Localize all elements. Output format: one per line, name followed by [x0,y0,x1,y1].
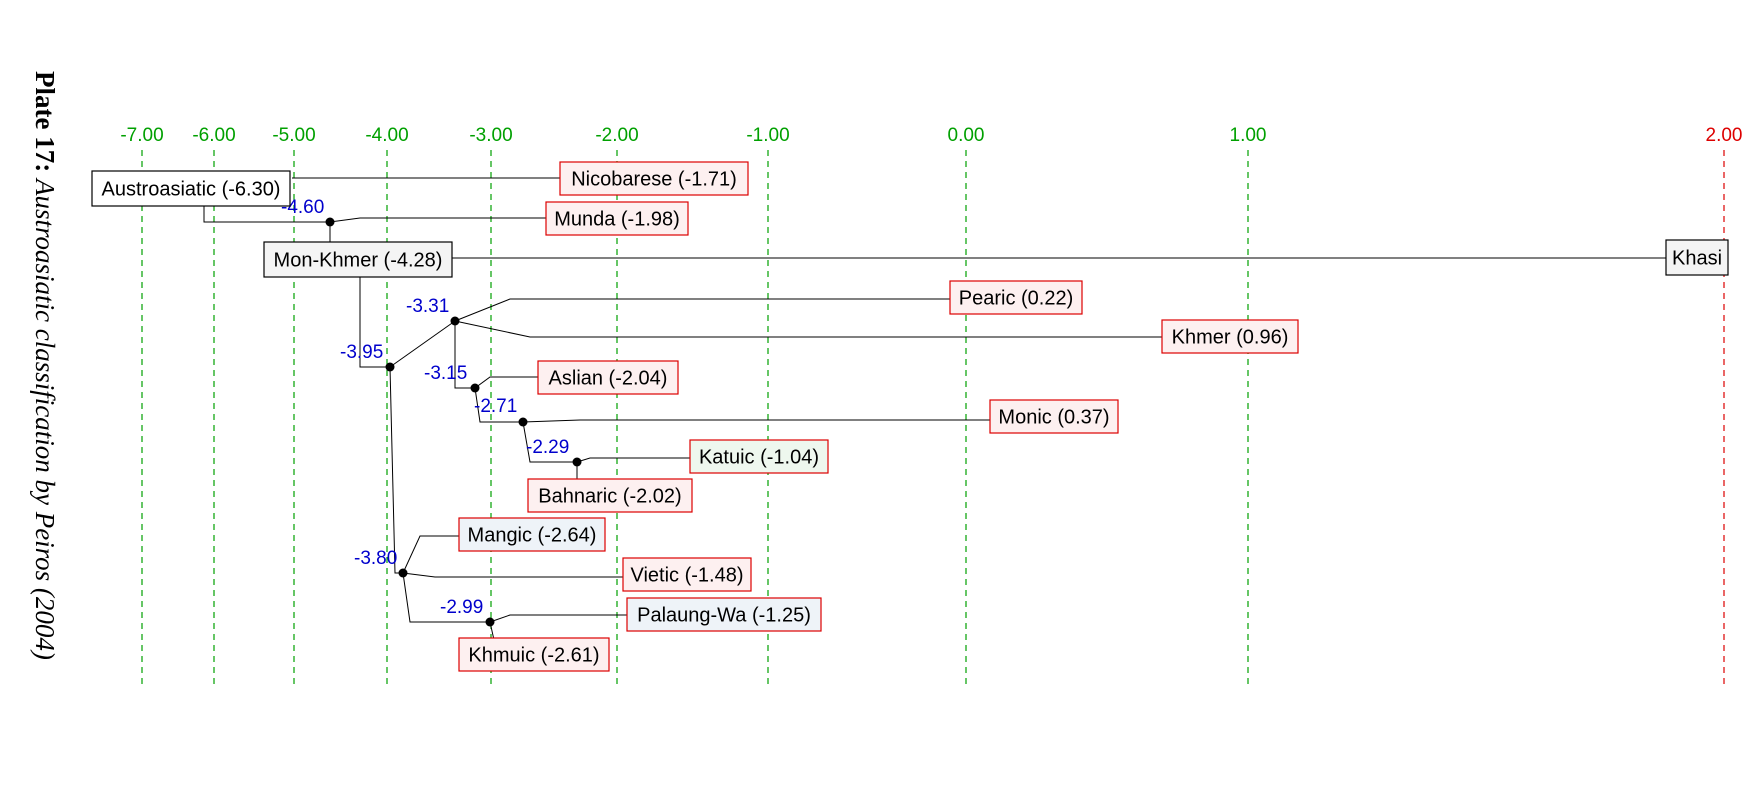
branch-dot-bp271 [518,417,528,427]
tick-label--7.00: -7.00 [120,125,163,146]
edge [489,614,627,623]
edge [522,419,990,423]
edge [389,366,403,574]
branch-dot-bp315 [470,383,480,393]
node-label-katuic: Katuic (-1.04) [699,447,819,469]
edge [454,320,1162,338]
branch-dot-bp299 [485,617,495,627]
branch-dot-bp380 [398,568,408,578]
branch-dot-bp395 [385,362,395,372]
tick-label-0.00: 0.00 [948,125,985,146]
edge [402,572,623,578]
edge [576,457,690,463]
branch-number-bp315: -3.15 [424,363,467,384]
tick-label-1.00: 1.00 [1230,125,1267,146]
branch-number-bp460: -4.60 [281,197,324,218]
tick-label--1.00: -1.00 [746,125,789,146]
node-monkhmer: Mon-Khmer (-4.28) [263,241,453,278]
node-katuic: Katuic (-1.04) [689,439,829,474]
edge [454,298,950,322]
node-label-aslian: Aslian (-2.04) [549,368,668,390]
node-box-palaungwa [626,597,822,632]
branch-dot-bp229 [572,457,582,467]
node-nicobarese: Nicobarese (-1.71) [559,161,749,196]
node-label-khasi: Khasi [1672,248,1722,270]
node-box-khasi [1665,239,1729,276]
node-label-mangic: Mangic (-2.64) [468,525,597,547]
node-aslian: Aslian (-2.04) [537,360,679,395]
node-box-vietic [622,557,752,592]
edge [522,421,577,463]
node-palaungwa: Palaung-Wa (-1.25) [626,597,822,632]
node-monic: Monic (0.37) [989,399,1119,434]
node-label-austroasiatic: Austroasiatic (-6.30) [102,179,281,201]
edge [389,320,456,368]
node-label-monic: Monic (0.37) [998,407,1109,429]
branch-number-bp229: -2.29 [526,437,569,458]
edge [359,258,390,368]
node-box-khmer [1161,319,1299,354]
node-label-nicobarese: Nicobarese (-1.71) [571,169,737,191]
tick-label--3.00: -3.00 [469,125,512,146]
node-pearic: Pearic (0.22) [949,280,1083,315]
node-label-khmer: Khmer (0.96) [1172,327,1289,349]
node-khasi: Khasi [1665,239,1729,276]
tick-label-2.00: 2.00 [1706,125,1743,146]
branch-number-bp395: -3.95 [340,342,383,363]
node-box-pearic [949,280,1083,315]
edge [474,376,538,389]
node-box-nicobarese [559,161,749,196]
branch-number-bp299: -2.99 [440,597,483,618]
tick-label--4.00: -4.00 [365,125,408,146]
edge [474,387,523,423]
branch-dot-bp460 [325,217,335,227]
node-label-palaungwa: Palaung-Wa (-1.25) [637,605,811,627]
node-box-mangic [458,517,606,552]
node-khmer: Khmer (0.96) [1161,319,1299,354]
node-label-vietic: Vietic (-1.48) [630,565,743,587]
tick-label--6.00: -6.00 [192,125,235,146]
edge [329,217,546,223]
node-label-bahnaric: Bahnaric (-2.02) [538,486,681,508]
node-munda: Munda (-1.98) [545,201,689,236]
tick-label--5.00: -5.00 [272,125,315,146]
node-label-khmuic: Khmuic (-2.61) [468,645,599,667]
branch-dots [325,217,582,627]
axis-ticks: -7.00 -6.00 -5.00 -4.00 -3.00 -2.00 -1.00 0.00 1… [120,125,1742,146]
grid-lines [141,150,1725,685]
edge [402,535,459,574]
node-box-bahnaric [527,478,693,513]
node-austroasiatic: Austroasiatic (-6.30) [91,170,291,207]
branch-number-bp331: -3.31 [406,296,449,317]
node-label-munda: Munda (-1.98) [554,209,680,231]
node-box-khmuic [458,637,610,672]
node-box-katuic [689,439,829,474]
branch-number-bp380: -3.80 [354,548,397,569]
tree-nodes: Austroasiatic (-6.30) Nicobarese (-1.71) M… [91,161,1729,672]
node-mangic: Mangic (-2.64) [458,517,606,552]
tick-label--2.00: -2.00 [595,125,638,146]
node-label-pearic: Pearic (0.22) [959,288,1074,310]
branch-numbers: -4.60 -3.95 -3.31 -3.15 -2.71 -2.29 -3.80 -2.99 [281,197,569,618]
edge [402,572,490,623]
branch-dot-bp331 [450,316,460,326]
node-box-monic [989,399,1119,434]
branch-number-bp271: -2.71 [474,396,517,417]
node-bahnaric: Bahnaric (-2.02) [527,478,693,513]
node-label-monkhmer: Mon-Khmer (-4.28) [274,250,443,272]
node-box-monkhmer [263,241,453,278]
node-box-austroasiatic [91,170,291,207]
node-khmuic: Khmuic (-2.61) [458,637,610,672]
node-box-munda [545,201,689,236]
edge [454,321,475,389]
node-vietic: Vietic (-1.48) [622,557,752,592]
node-box-aslian [537,360,679,395]
